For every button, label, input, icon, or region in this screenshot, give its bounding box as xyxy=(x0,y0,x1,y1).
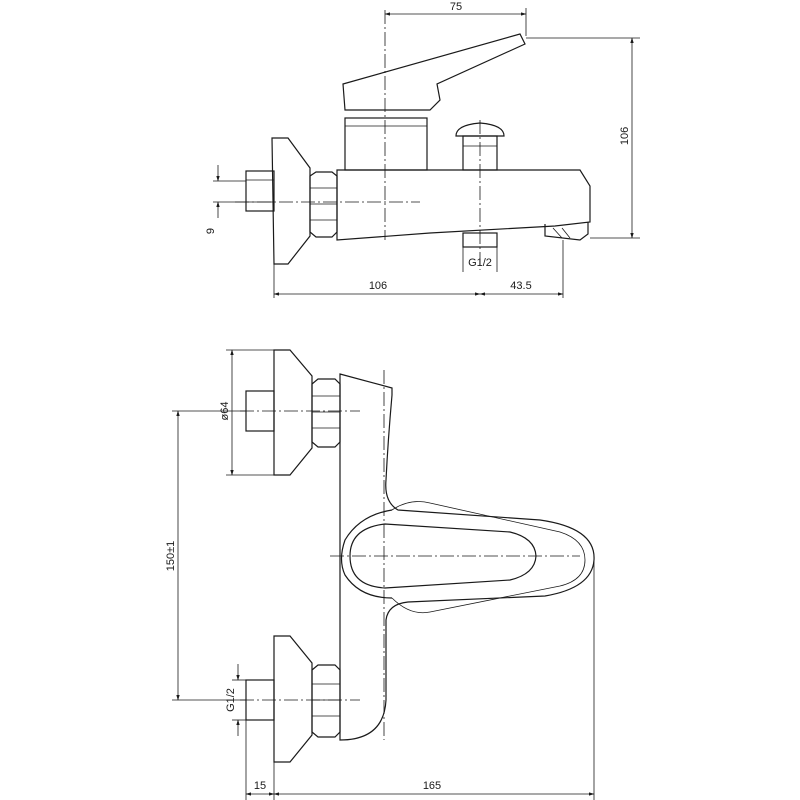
mixer-body-side xyxy=(336,169,591,241)
dim-inlet-thread: G1/2 xyxy=(225,688,237,712)
lever-handle-front xyxy=(340,509,393,599)
lever-handle-side xyxy=(342,33,526,111)
dim-depth: 9 xyxy=(205,228,217,234)
dim-height: 106 xyxy=(619,127,631,145)
hex-nut-side xyxy=(309,171,338,238)
wall-flange-upper xyxy=(273,349,313,476)
hex-nut-lower xyxy=(311,664,341,738)
spout-outlet-side xyxy=(544,222,589,241)
bottom-outlet-side xyxy=(462,232,498,248)
front-view: ø64 150±1 G1/2 15 165 xyxy=(165,349,595,800)
cartridge-housing-side xyxy=(344,117,428,171)
side-view: 75 106 9 G1/2 106 43.5 xyxy=(205,1,640,298)
mixer-body-front xyxy=(339,373,595,741)
wall-flange-lower xyxy=(273,635,313,763)
wall-flange-side xyxy=(271,137,311,265)
inlet-pipe-side xyxy=(245,170,275,212)
dim-total-width: 165 xyxy=(423,780,441,792)
dim-length: 106 xyxy=(369,280,387,292)
hex-nut-upper xyxy=(311,378,341,448)
dim-wall-offset: 15 xyxy=(254,780,266,792)
dim-outlet-thread: G1/2 xyxy=(468,257,492,269)
diverter-knob-side xyxy=(455,122,505,171)
dim-spout-reach: 75 xyxy=(450,1,462,13)
dim-inlet-spacing: 150±1 xyxy=(165,541,177,572)
dim-spout-offset: 43.5 xyxy=(510,280,531,292)
